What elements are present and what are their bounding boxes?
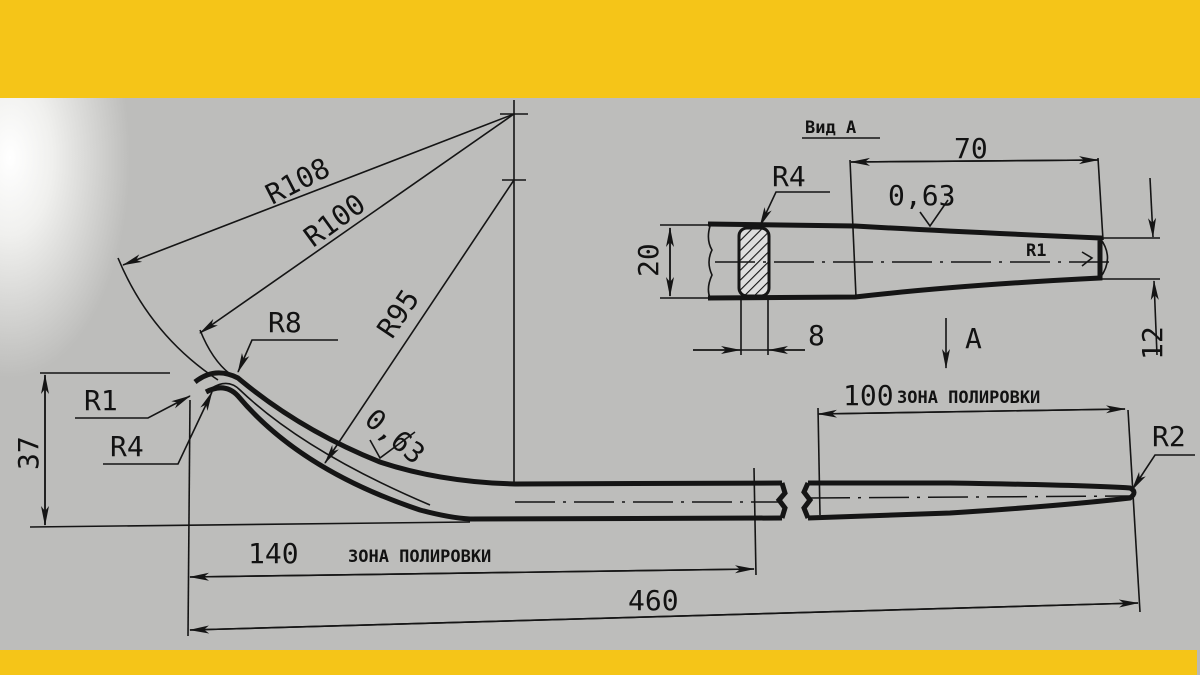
radius-leaders	[75, 113, 1195, 491]
main-profile	[117, 100, 1137, 522]
upper-edge	[193, 370, 783, 487]
label-r2: R2	[1152, 420, 1186, 453]
label-r100: R100	[298, 187, 372, 253]
label-roughness-view: 0,63	[888, 179, 955, 212]
drawing-sheet	[0, 98, 1200, 650]
label-view-a: Вид А	[805, 118, 856, 138]
label-r108: R108	[260, 151, 335, 211]
label-140: 140	[248, 537, 299, 570]
bottom-yellow-band	[0, 650, 1197, 675]
label-r1-bend: R1	[84, 384, 118, 417]
label-8: 8	[808, 319, 825, 352]
label-r95: R95	[370, 284, 426, 344]
break-right	[801, 481, 814, 519]
label-polish-zone-right: ЗОНА ПОЛИРОВКИ	[897, 388, 1040, 408]
lower-edge	[204, 385, 783, 522]
tapered-end	[807, 480, 1137, 521]
bend-inner-line	[211, 382, 431, 506]
label-r8: R8	[268, 306, 302, 339]
label-20: 20	[632, 243, 665, 277]
label-r4-section: R4	[772, 160, 806, 193]
break-left	[775, 482, 788, 519]
label-70: 70	[954, 132, 988, 165]
label-460: 460	[628, 584, 679, 617]
label-r4-bend: R4	[110, 430, 144, 463]
label-100: 100	[843, 379, 894, 412]
top-yellow-band	[0, 0, 1200, 98]
label-polish-zone-left: ЗОНА ПОЛИРОВКИ	[348, 547, 491, 567]
label-12: 12	[1136, 326, 1169, 360]
dimension-lines	[29, 372, 1141, 637]
label-view-arrow-a: A	[965, 322, 982, 355]
label-r1-tip: R1	[1026, 241, 1046, 261]
view-a	[660, 137, 1160, 369]
r108-arc	[117, 257, 219, 381]
label-height-37: 37	[12, 436, 45, 470]
label-roughness-bend: 0,63	[359, 402, 432, 471]
view-a-outline	[707, 221, 1103, 301]
